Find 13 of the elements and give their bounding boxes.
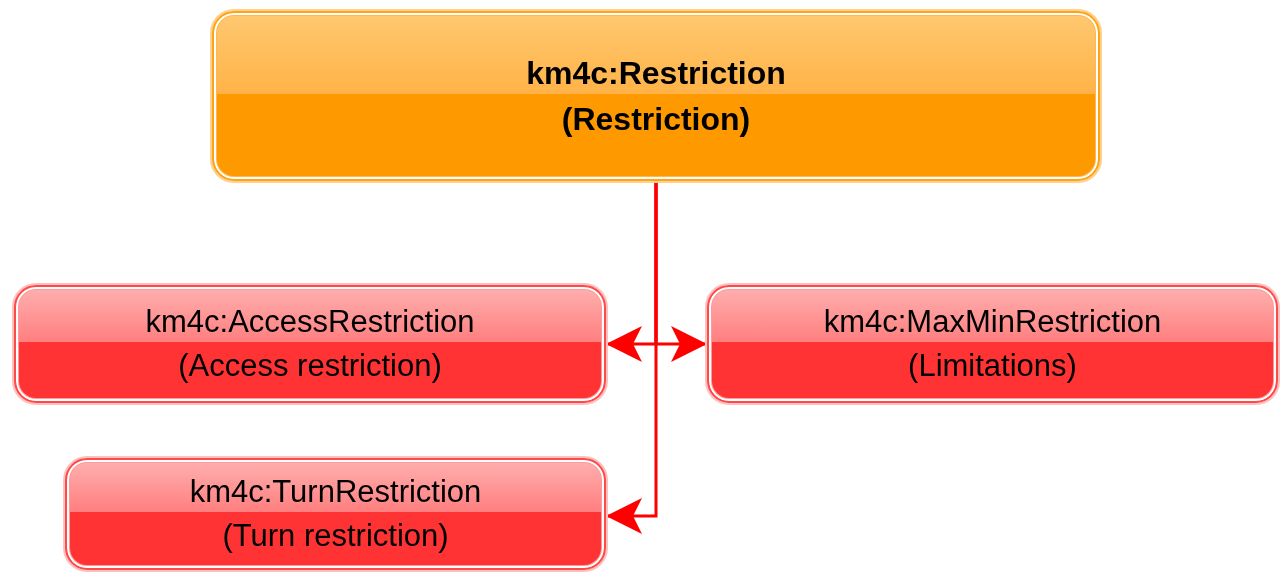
class-box — [212, 11, 1100, 181]
subclass-box — [14, 285, 606, 403]
class-label: (Limitations) — [908, 347, 1077, 385]
subclass-box — [65, 458, 606, 570]
class-name: km4c:Restriction — [526, 54, 786, 93]
class-name: km4c:AccessRestriction — [145, 303, 475, 341]
arrow — [606, 181, 658, 534]
subclass-box — [707, 285, 1278, 403]
class-label: (Access restriction) — [178, 347, 442, 385]
class-name: km4c:TurnRestriction — [189, 473, 482, 511]
class-label: (Turn restriction) — [222, 517, 449, 555]
class-label: (Restriction) — [561, 100, 751, 139]
class-name: km4c:MaxMinRestriction — [823, 303, 1162, 341]
